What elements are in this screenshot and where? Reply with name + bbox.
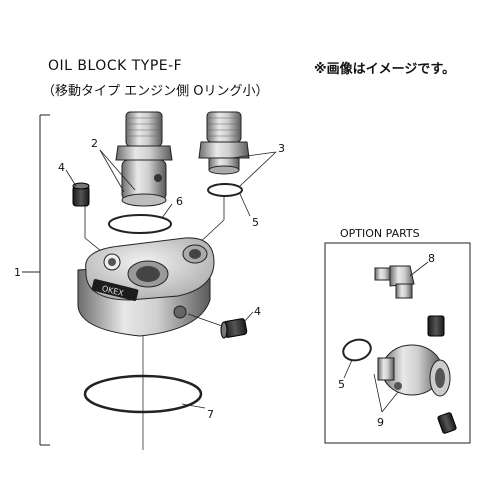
callout-8: 8 (428, 252, 435, 265)
callout-9: 9 (377, 416, 384, 429)
diagram-subtitle: （移動タイプ エンジン側 Oリング小） (42, 84, 269, 99)
diagram-title: OIL BLOCK TYPE-F (48, 58, 183, 74)
assembly-bracket (22, 114, 50, 446)
o-ring-5-upper (207, 183, 243, 197)
callout-4-lower: 4 (254, 305, 261, 318)
callout-5-option: 5 (338, 378, 345, 391)
plug-guide-line (187, 313, 223, 327)
option-parts-box: OPTION PARTS (324, 227, 471, 444)
fitting-2 (115, 111, 173, 207)
callout-5-upper: 5 (252, 216, 259, 229)
oil-block-body: OKEX (77, 237, 215, 337)
fitting-8 (374, 265, 415, 299)
callout-4-upper: 4 (58, 161, 65, 174)
fitting-3 (198, 111, 250, 175)
o-ring-5-option (342, 338, 372, 362)
image-note: ※画像はイメージです。 (314, 62, 456, 77)
plug-4-upper (72, 182, 90, 207)
fitting-9 (377, 315, 457, 434)
callout-3: 3 (278, 142, 285, 155)
callout-2: 2 (91, 137, 98, 150)
callout-7: 7 (207, 408, 214, 421)
option-parts-title: OPTION PARTS (340, 227, 420, 240)
callout-1: 1 (14, 266, 21, 279)
o-ring-6 (108, 214, 172, 234)
callout-leaders (65, 149, 429, 413)
o-ring-7 (83, 374, 203, 414)
plug-4-lower (220, 318, 248, 339)
callout-6: 6 (176, 195, 183, 208)
